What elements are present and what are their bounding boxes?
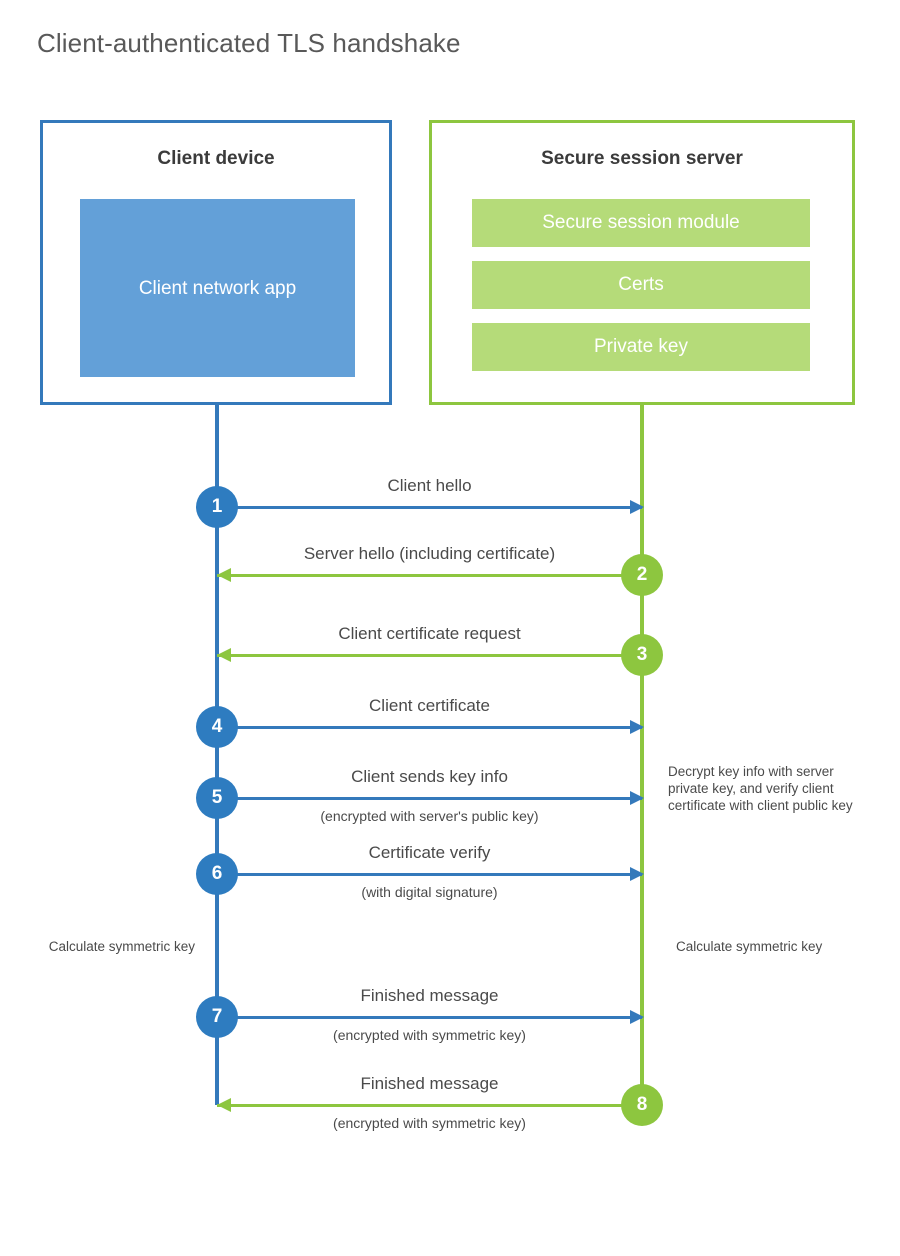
step-badge-7: 7 xyxy=(196,996,238,1038)
message-arrow-line xyxy=(217,797,642,800)
server-decrypt-note: Decrypt key info with server private key… xyxy=(668,764,853,813)
server-component-label: Private key xyxy=(594,336,688,357)
message-label: Server hello (including certificate) xyxy=(303,544,556,563)
client-network-app-block: Client network app xyxy=(80,199,355,377)
arrow-head-icon xyxy=(217,568,231,582)
step-badge-1: 1 xyxy=(196,486,238,528)
message-label: Finished message xyxy=(360,1074,499,1093)
message-arrow-line xyxy=(217,873,642,876)
message-sublabel: (encrypted with server's public key) xyxy=(320,808,539,824)
step-badge-4: 4 xyxy=(196,706,238,748)
step-badge-3: 3 xyxy=(621,634,663,676)
client-lifeline xyxy=(215,405,219,1105)
arrow-head-icon xyxy=(217,648,231,662)
server-component-secure-session-module: Secure session module xyxy=(472,199,810,247)
message-sublabel: (encrypted with symmetric key) xyxy=(333,1115,526,1131)
server-component-label: Certs xyxy=(618,274,664,295)
message-arrow-line xyxy=(217,726,642,729)
message-arrow-line xyxy=(217,1104,642,1107)
message-arrow-line xyxy=(217,506,642,509)
message-label: Client certificate xyxy=(369,696,490,715)
secure-session-server-box: Secure session server Secure session mod… xyxy=(429,120,855,405)
page-title: Client-authenticated TLS handshake xyxy=(37,28,461,58)
arrow-head-icon xyxy=(630,720,644,734)
step-badge-8: 8 xyxy=(621,1084,663,1126)
message-label: Certificate verify xyxy=(368,843,491,862)
message-arrow-line xyxy=(217,1016,642,1019)
client-network-app-label: Client network app xyxy=(138,277,297,299)
step-badge-6: 6 xyxy=(196,853,238,895)
client-device-title: Client device xyxy=(157,148,275,169)
server-component-certs: Certs xyxy=(472,261,810,309)
step-badge-5: 5 xyxy=(196,777,238,819)
message-label: Client sends key info xyxy=(351,767,508,786)
message-arrow-line xyxy=(217,574,642,577)
message-sublabel: (encrypted with symmetric key) xyxy=(333,1027,526,1043)
message-arrow-line xyxy=(217,654,642,657)
server-calculate-symmetric-key-note: Calculate symmetric key xyxy=(676,939,823,954)
server-lifeline xyxy=(640,405,644,1105)
server-component-label: Secure session module xyxy=(542,212,740,233)
step-badge-2: 2 xyxy=(621,554,663,596)
client-device-box: Client device Client network app xyxy=(40,120,392,405)
client-calculate-symmetric-key-note: Calculate symmetric key xyxy=(48,939,195,954)
arrow-head-icon xyxy=(630,867,644,881)
message-label: Finished message xyxy=(360,986,499,1005)
arrow-head-icon xyxy=(217,1098,231,1112)
arrow-head-icon xyxy=(630,500,644,514)
secure-session-server-title: Secure session server xyxy=(541,148,743,169)
message-label: Client hello xyxy=(387,476,472,495)
message-sublabel: (with digital signature) xyxy=(361,884,498,900)
arrow-head-icon xyxy=(630,791,644,805)
message-label: Client certificate request xyxy=(338,624,521,643)
arrow-head-icon xyxy=(630,1010,644,1024)
server-component-private-key: Private key xyxy=(472,323,810,371)
